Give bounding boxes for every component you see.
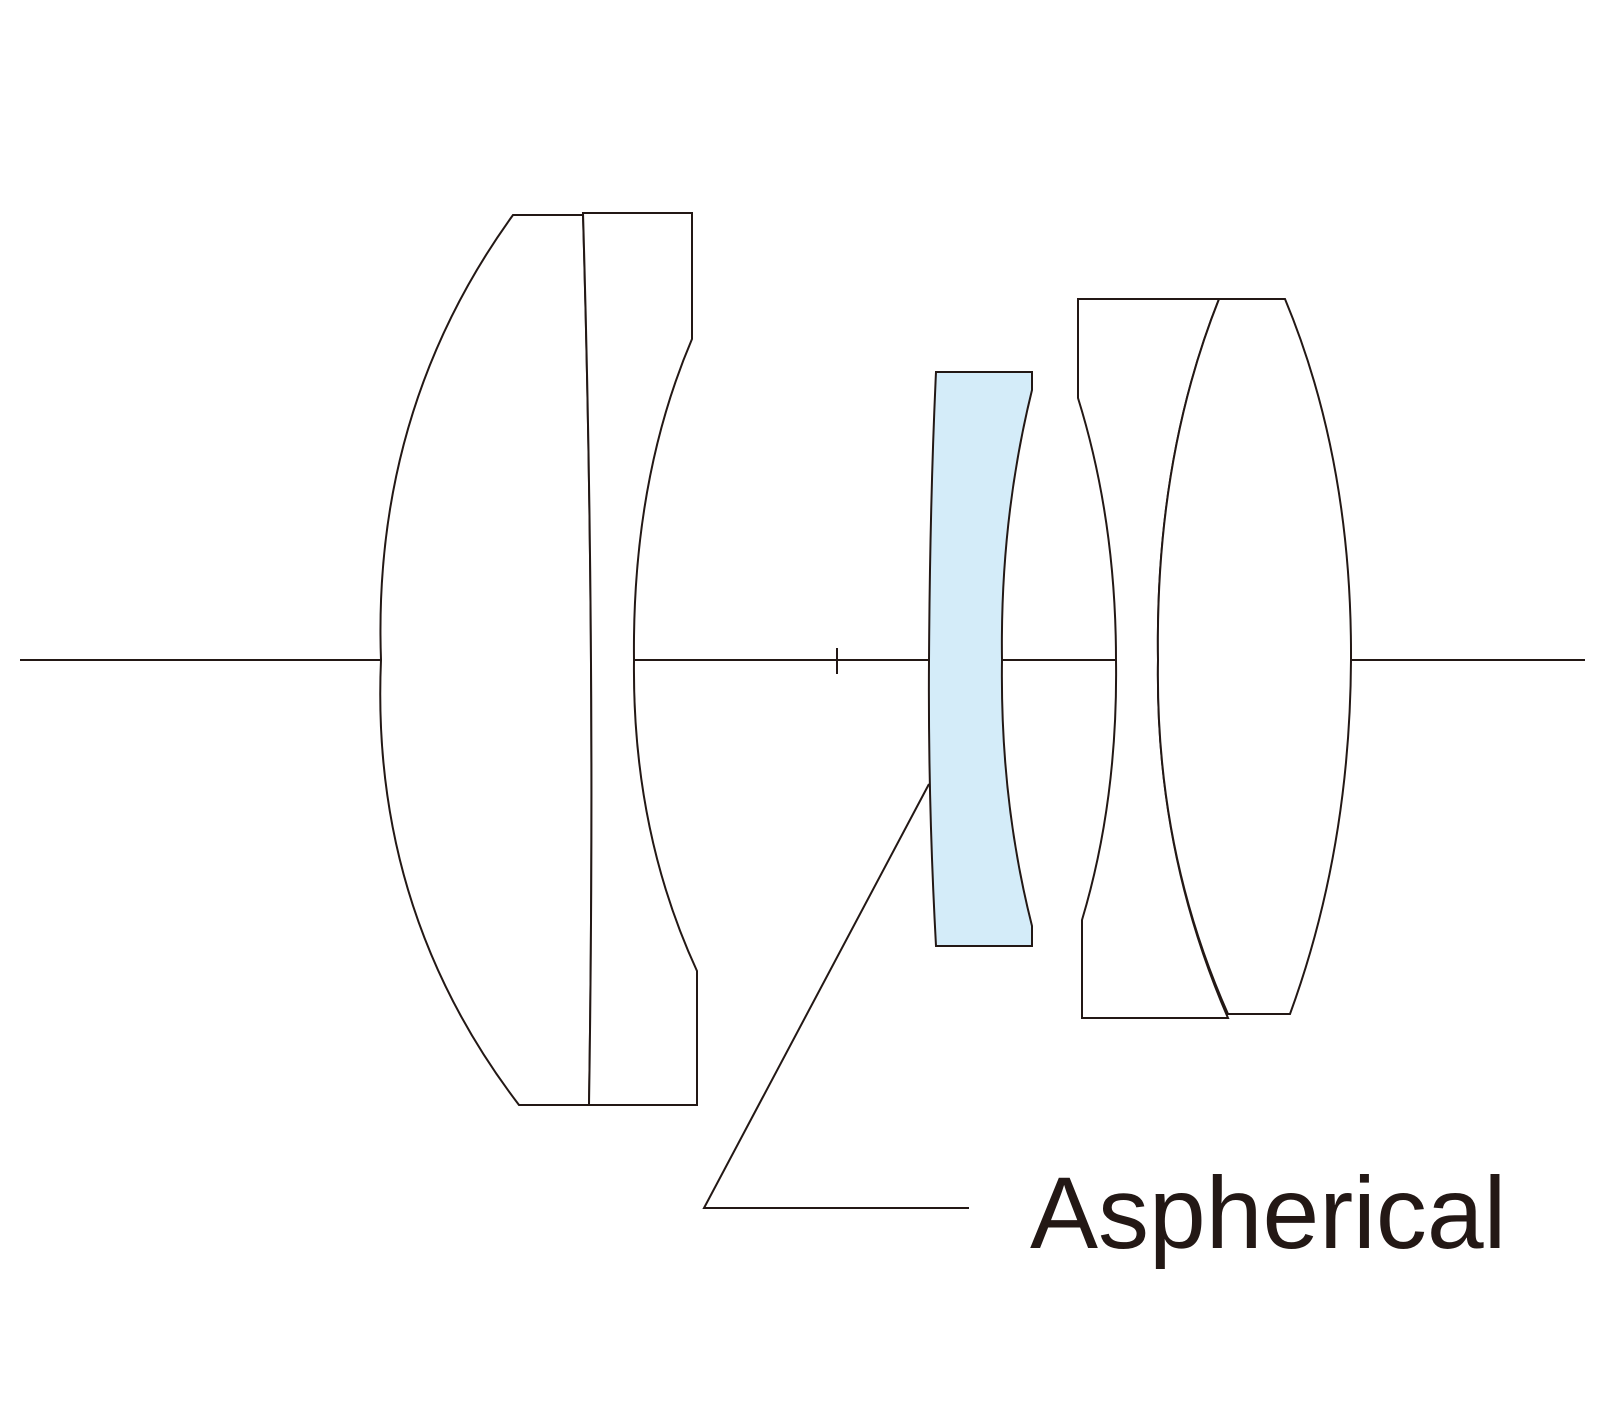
lens-element-1	[379, 214, 593, 1106]
lens-element-2	[581, 212, 698, 1106]
lens-element-5	[1156, 298, 1353, 1015]
aspherical-label: Aspherical	[1030, 1156, 1506, 1270]
aspherical-leader-line	[702, 783, 969, 1209]
aspherical-lens-element	[927, 371, 1033, 947]
